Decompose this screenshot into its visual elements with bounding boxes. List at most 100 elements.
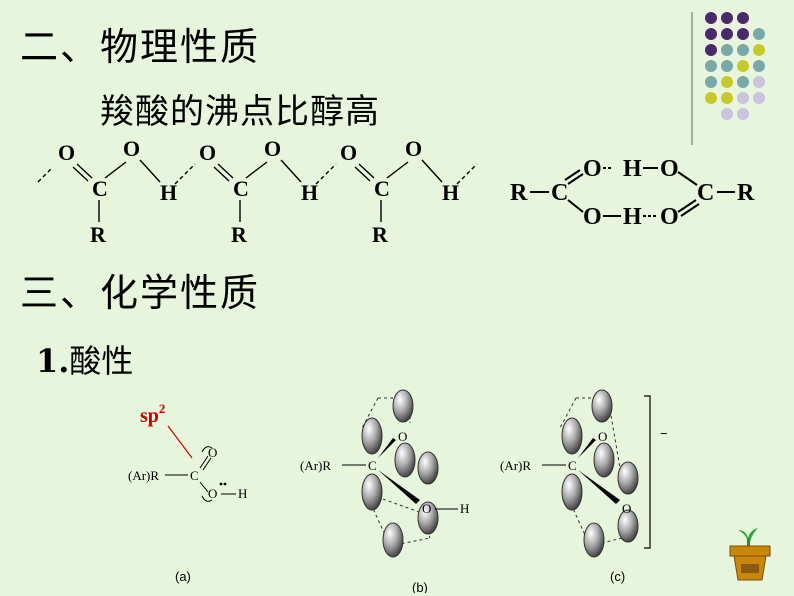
- chain-o-hydroxyl: O: [264, 136, 281, 161]
- a-h: H: [238, 486, 247, 501]
- decorative-dot: [721, 108, 733, 120]
- c-o-top: O: [598, 429, 607, 444]
- section3-item: 1.酸性: [36, 336, 133, 382]
- bond-line: [421, 159, 443, 183]
- diagram-a: sp2 (Ar)R C O O H (a): [128, 401, 247, 584]
- decorative-dot: [721, 92, 733, 104]
- chain-r: R: [90, 222, 107, 247]
- decorative-dot: [737, 76, 749, 88]
- item-number: 1.: [36, 342, 70, 380]
- bond-line: [456, 163, 478, 185]
- caption-c: (c): [610, 569, 625, 584]
- dimer-right-r: R: [737, 180, 755, 206]
- decorative-dot: [721, 12, 733, 24]
- dimer-bottom-o2: O: [660, 204, 679, 230]
- decorative-dot: [721, 28, 733, 40]
- bond-line: [139, 159, 161, 183]
- bond-line: [72, 166, 89, 182]
- chain-c: C: [92, 176, 108, 201]
- chain-h: H: [160, 180, 177, 205]
- dimer-right-c: C: [697, 180, 714, 206]
- sp2-label: sp2: [140, 401, 165, 427]
- section2-subtitle: 羧酸的沸点比醇高: [100, 92, 380, 132]
- decorative-dot: [705, 60, 717, 72]
- chain-o-carbonyl: O: [58, 140, 75, 165]
- decorative-dot: [737, 28, 749, 40]
- chain-o-carbonyl: O: [340, 140, 357, 165]
- chain-h: H: [301, 180, 318, 205]
- section2-title: 二、物理性质: [20, 25, 261, 69]
- dot-pattern: [705, 12, 765, 120]
- bond-line: [354, 166, 371, 182]
- caption-a: (a): [175, 569, 191, 584]
- decorative-dot: [737, 108, 749, 120]
- decorative-dot: [737, 12, 749, 24]
- bond-line: [104, 161, 127, 179]
- chain-o-carbonyl: O: [199, 140, 216, 165]
- bond-line: [76, 163, 93, 179]
- anion-charge: −: [660, 426, 668, 441]
- dimer-left-r: R: [510, 180, 528, 206]
- decorative-dot: [753, 92, 765, 104]
- bond-line: [245, 161, 268, 179]
- b-h: H: [460, 501, 469, 516]
- chain-o-hydroxyl: O: [123, 136, 140, 161]
- decorative-dot: [705, 76, 717, 88]
- dimer-top-o2: O: [660, 156, 679, 182]
- decorative-dot: [721, 44, 733, 56]
- bond-line: [386, 161, 409, 179]
- anion-bracket: [644, 395, 651, 549]
- decorative-dot: [737, 60, 749, 72]
- decorative-dot: [753, 28, 765, 40]
- item-label: 酸性: [69, 342, 134, 380]
- c-o-bottom: O: [622, 501, 631, 516]
- bond-line: [217, 163, 234, 179]
- bond-line: [315, 163, 337, 185]
- chain-h: H: [442, 180, 459, 205]
- dimer-bottom-h: H: [623, 204, 642, 230]
- chain-r: R: [372, 222, 389, 247]
- decorative-dot: [705, 44, 717, 56]
- bond-line: [567, 173, 584, 185]
- bond-line: [213, 166, 230, 182]
- bond-line: [174, 163, 196, 185]
- bond-line: [567, 199, 584, 213]
- chain-c: C: [374, 176, 390, 201]
- a-ar-r: (Ar)R: [128, 468, 159, 483]
- decorative-dot: [705, 92, 717, 104]
- a-o-top: O: [208, 445, 217, 460]
- b-c: C: [368, 458, 377, 473]
- decorative-dot: [753, 44, 765, 56]
- dimer-top-h: H: [623, 156, 642, 182]
- decorative-dot: [753, 60, 765, 72]
- decorative-dot: [753, 76, 765, 88]
- decorative-dot-grid: [691, 12, 765, 145]
- b-o-top: O: [398, 429, 407, 444]
- dimer-top-o1: O: [583, 156, 602, 182]
- chain-o-hydroxyl: O: [405, 136, 422, 161]
- dimer-left-c: C: [551, 180, 568, 206]
- cyclic-dimer-diagram: R C O H O O H O C R: [510, 156, 755, 230]
- bond-line: [37, 167, 53, 183]
- a-c: C: [190, 468, 199, 483]
- decorative-dot: [737, 44, 749, 56]
- orbital-diagrams: sp2 (Ar)R C O O H (a): [128, 389, 668, 593]
- plant-pot-icon: [729, 528, 771, 581]
- decorative-dot: [705, 28, 717, 40]
- dimer-bottom-o1: O: [583, 204, 602, 230]
- sp2-pointer-line: [167, 425, 193, 459]
- c-c: C: [568, 458, 577, 473]
- diagram-c: (Ar)R C O O − (c): [500, 389, 668, 584]
- chain-r: R: [231, 222, 248, 247]
- section3-title: 三、化学性质: [20, 271, 261, 315]
- diagram-b: (Ar)R C O O H (b): [300, 389, 469, 593]
- decorative-dot: [721, 76, 733, 88]
- decorative-dot: [705, 12, 717, 24]
- c-ar-r: (Ar)R: [500, 458, 531, 473]
- bond-line: [280, 159, 302, 183]
- a-o-bottom: O: [208, 486, 217, 501]
- decorative-dot: [721, 60, 733, 72]
- bond-line: [564, 169, 581, 181]
